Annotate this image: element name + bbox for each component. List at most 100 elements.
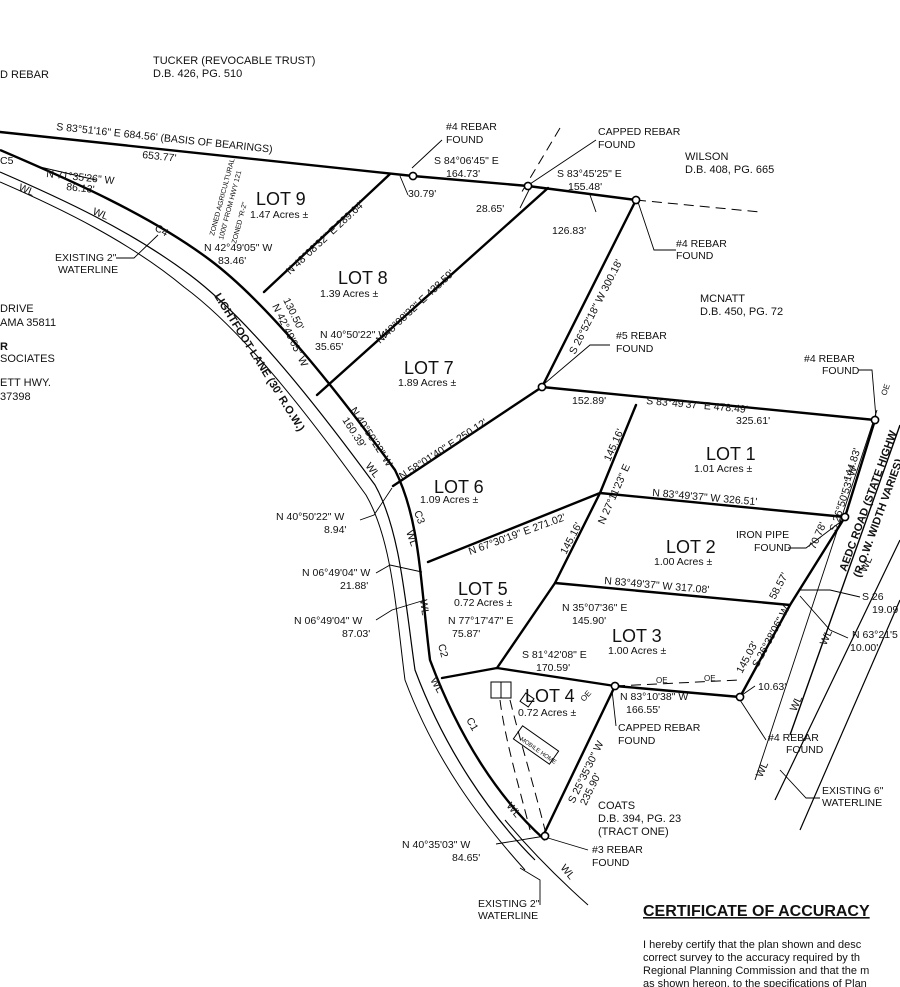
- wl-label-9: WL: [818, 628, 835, 647]
- label-rebar4-far-2: FOUND: [822, 365, 860, 377]
- label-rebar4-top-2: FOUND: [446, 134, 484, 146]
- call-lot1-north: S 83°49'37" E 478.49': [646, 395, 749, 416]
- lot9-label: LOT 9: [256, 189, 306, 209]
- leader-1063: [741, 685, 756, 696]
- oe-label-2: OE: [704, 674, 716, 683]
- lot7-label: LOT 7: [404, 358, 454, 378]
- label-capped-top-1: CAPPED REBAR: [598, 126, 681, 138]
- call-s3: 145.16': [558, 521, 585, 557]
- owner-tucker: TUCKER (REVOCABLE TRUST): [153, 55, 315, 67]
- frag-zip: 37398: [0, 391, 31, 403]
- owner-coats-deed: D.B. 394, PG. 23: [598, 813, 681, 825]
- leader-w6: [375, 564, 423, 574]
- call-lot34-dist: 170.59': [536, 662, 570, 674]
- leader-w1: [39, 166, 97, 181]
- waterline-east: [504, 819, 589, 906]
- monument-rebar4-bottom: [735, 692, 745, 702]
- lot8-lot7-line: [315, 186, 550, 397]
- zoning-3: ZONED "R-2": [231, 201, 249, 245]
- call-5857: 58.57': [767, 571, 791, 602]
- lot4-west-line: [541, 684, 617, 838]
- lot2-lot3-line: [553, 581, 792, 607]
- lot9-lot8-line: [262, 172, 392, 294]
- wl-label-12: WL: [858, 555, 875, 574]
- leader-w5: [359, 487, 393, 521]
- waterline-bottom-1: EXISTING 2": [478, 898, 540, 910]
- wl-label-10: WL: [788, 694, 805, 713]
- leader-2865: [519, 187, 531, 209]
- oe-label-3: OE: [579, 689, 593, 704]
- call-lot35b: 145.90': [572, 615, 606, 627]
- lot7-acres: 1.89 Acres ±: [398, 377, 457, 389]
- monument-rebar-top: [408, 171, 418, 181]
- lot1-acres: 1.01 Acres ±: [694, 463, 753, 475]
- oe-label-1: OE: [656, 676, 668, 685]
- aedc-row-1: [789, 424, 900, 736]
- wl-label-1: WL: [17, 182, 36, 199]
- leader-rebar-far: [858, 369, 877, 419]
- lot1-lot2-line: [598, 491, 847, 519]
- north-boundary-line: [0, 130, 638, 202]
- wl-label-3: WL: [363, 460, 382, 480]
- call-lot12: N 83°49'37" W 326.51': [652, 487, 758, 508]
- call-w9: N 40°35'03" W: [402, 839, 470, 851]
- lot1-label: LOT 1: [706, 444, 756, 464]
- owner-coats: COATS: [598, 800, 635, 812]
- wl-label-11: WL: [754, 760, 771, 779]
- lot2-label: LOT 2: [666, 537, 716, 557]
- lightfoot-east-row: [0, 148, 546, 841]
- call-w5: N 40°50'22" W: [276, 511, 344, 523]
- leader-lines: [39, 139, 877, 905]
- wl-label-2: WL: [91, 206, 110, 223]
- frag-hwy: ETT HWY.: [0, 377, 51, 389]
- waterline-top-2: WATERLINE: [58, 264, 118, 276]
- deck: [519, 692, 535, 708]
- call-w9-dist: 84.65': [452, 852, 480, 864]
- lot8-acres: 1.39 Acres ±: [320, 288, 379, 300]
- monuments: [408, 171, 880, 841]
- call-w1-dist: 86.13': [66, 181, 95, 196]
- waterline-right-1: EXISTING 6": [822, 785, 884, 797]
- leader-w9: [495, 835, 546, 845]
- leader-iron-pipe: [788, 519, 844, 549]
- overhead-electric: [614, 679, 741, 687]
- lot6-lot5-line: [426, 491, 602, 564]
- call-w6: N 06°49'04" W: [302, 567, 370, 579]
- call-w2: N 42°49'05" W: [204, 242, 272, 254]
- aedc-row-2: [774, 539, 900, 801]
- waterline-bottom-2: WATERLINE: [478, 910, 538, 922]
- certificate-line-1: I hereby certify that the plan shown and…: [643, 939, 862, 951]
- waterline-west: [0, 181, 526, 871]
- leader-rebar-top: [411, 139, 443, 169]
- lot5-acres: 0.72 Acres ±: [454, 597, 513, 609]
- call-lot34: S 81°42'08" E: [522, 649, 587, 661]
- leader-rebar-right: [637, 201, 676, 251]
- frag-drive: DRIVE: [0, 303, 34, 315]
- call-w5-dist: 8.94': [324, 524, 346, 536]
- label-rebar3-1: #3 REBAR: [592, 844, 643, 856]
- call-c2-dist: 155.48': [568, 181, 602, 193]
- call-lot56: N 67°30'19" E 271.02': [467, 512, 567, 558]
- aedc-road-lines: [754, 409, 900, 831]
- leader-wl-bottom: [519, 867, 541, 905]
- call-s1: 145.16': [602, 427, 627, 463]
- curve-c2: C2: [435, 643, 450, 659]
- call-c1: S 84°06'45" E: [434, 155, 499, 167]
- owner-mcnatt-deed: D.B. 450, PG. 72: [700, 306, 783, 318]
- lightfoot-lane-lines: [0, 148, 589, 906]
- dist-3079: 30.79': [408, 188, 436, 200]
- call-c2: S 83°45'25" E: [557, 168, 622, 180]
- call-r1: S 26: [862, 591, 884, 603]
- monument-rebar-right: [631, 195, 641, 205]
- owner-wilson: WILSON: [685, 151, 728, 163]
- monument-capped-bottom: [610, 681, 620, 691]
- frag-sociates: SOCIATES: [0, 353, 55, 365]
- mobile-home-label: MOBILE HOME: [519, 737, 557, 766]
- call-e2: S 26°38'06" W: [750, 604, 792, 670]
- call-w6-dist: 21.88': [340, 580, 368, 592]
- leader-3079: [399, 175, 409, 196]
- call-w8: N 77°17'47" E: [448, 615, 513, 627]
- certificate-line-4: as shown hereon, to the specifications o…: [643, 978, 867, 987]
- label-rebar5-2: FOUND: [616, 343, 654, 355]
